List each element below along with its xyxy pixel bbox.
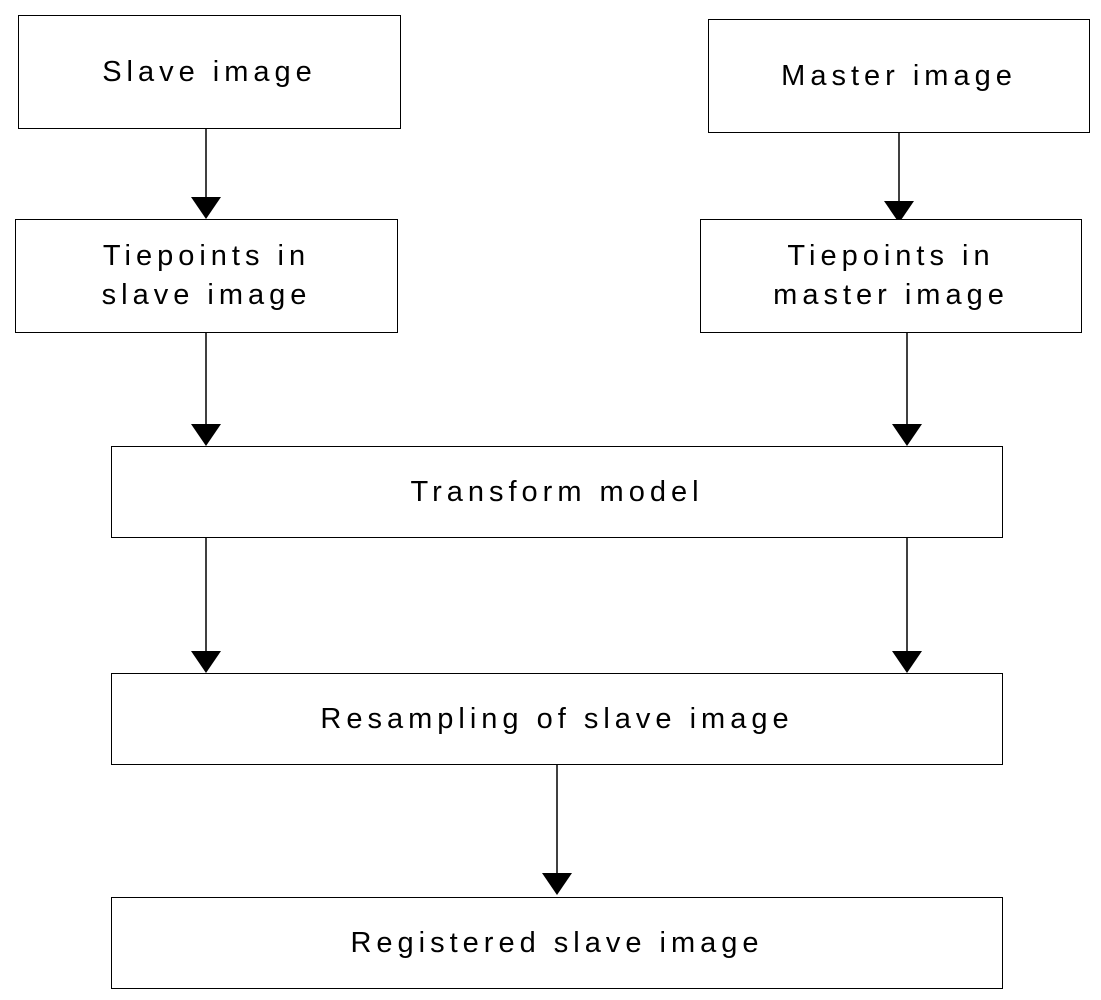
node-slave-image: Slave image <box>18 15 401 129</box>
node-master-image: Master image <box>708 19 1090 133</box>
node-transform-model: Transform model <box>111 446 1003 538</box>
node-registered-slave-image: Registered slave image <box>111 897 1003 989</box>
arrowhead-slave-to-tiepoints-slave <box>191 197 221 219</box>
node-tiepoints-slave: Tiepoints in slave image <box>15 219 398 333</box>
node-resampling: Resampling of slave image <box>111 673 1003 765</box>
node-tiepoints-master-line1: Tiepoints in <box>787 240 995 272</box>
arrowhead-transform-to-resampling-right <box>892 651 922 673</box>
node-tiepoints-master: Tiepoints in master image <box>700 219 1082 333</box>
node-tiepoints-master-line2: master image <box>773 279 1009 311</box>
arrowhead-master-to-tiepoints-master <box>884 201 914 223</box>
node-tiepoints-slave-line1: Tiepoints in <box>102 240 311 272</box>
arrowhead-resampling-to-registered <box>542 873 572 895</box>
node-registered-slave-image-label: Registered slave image <box>350 926 764 959</box>
node-slave-image-label: Slave image <box>102 55 317 88</box>
arrowhead-tiepoints-slave-to-transform <box>191 424 221 446</box>
node-master-image-label: Master image <box>781 59 1017 92</box>
node-resampling-label: Resampling of slave image <box>320 702 794 735</box>
node-transform-model-label: Transform model <box>410 475 704 508</box>
node-tiepoints-slave-line2: slave image <box>101 279 312 311</box>
arrowhead-transform-to-resampling-left <box>191 651 221 673</box>
arrowhead-tiepoints-master-to-transform <box>892 424 922 446</box>
